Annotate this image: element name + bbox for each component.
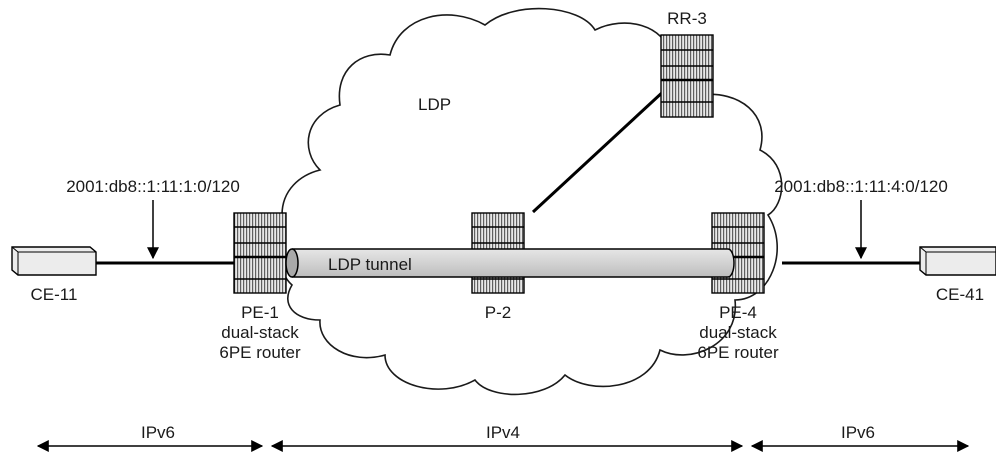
ce-11-device <box>11 246 97 276</box>
pe-1-role: dual-stack <box>221 323 299 342</box>
rr-3-router <box>660 34 714 118</box>
prefix-right: 2001:db8::1:11:4:0/120 <box>774 177 948 196</box>
prefix-left: 2001:db8::1:11:1:0/120 <box>66 177 240 196</box>
p-2-label: P-2 <box>485 303 511 322</box>
ce-11-label: CE-11 <box>31 285 78 304</box>
domain-ipv6-left: IPv6 <box>141 423 175 442</box>
pe-4-label: PE-4 <box>719 303 757 322</box>
pe-1-router <box>233 212 287 294</box>
domain-ipv6-right: IPv6 <box>841 423 875 442</box>
pe-4-router <box>711 212 765 294</box>
pe-4-role: dual-stack <box>699 323 777 342</box>
link-rr3-p2 <box>531 88 667 214</box>
ce-41-label: CE-41 <box>936 285 984 304</box>
domain-ipv4: IPv4 <box>486 423 520 442</box>
ce-41-device <box>919 246 996 276</box>
tunnel-label: LDP tunnel <box>328 255 412 274</box>
ldp-cloud <box>278 7 783 396</box>
rr-3-label: RR-3 <box>667 9 707 28</box>
pe-4-type: 6PE router <box>697 343 779 362</box>
ldp-tunnel <box>285 248 735 278</box>
cloud-label: LDP <box>418 95 451 114</box>
pe-1-label: PE-1 <box>241 303 279 322</box>
pe-1-type: 6PE router <box>219 343 301 362</box>
